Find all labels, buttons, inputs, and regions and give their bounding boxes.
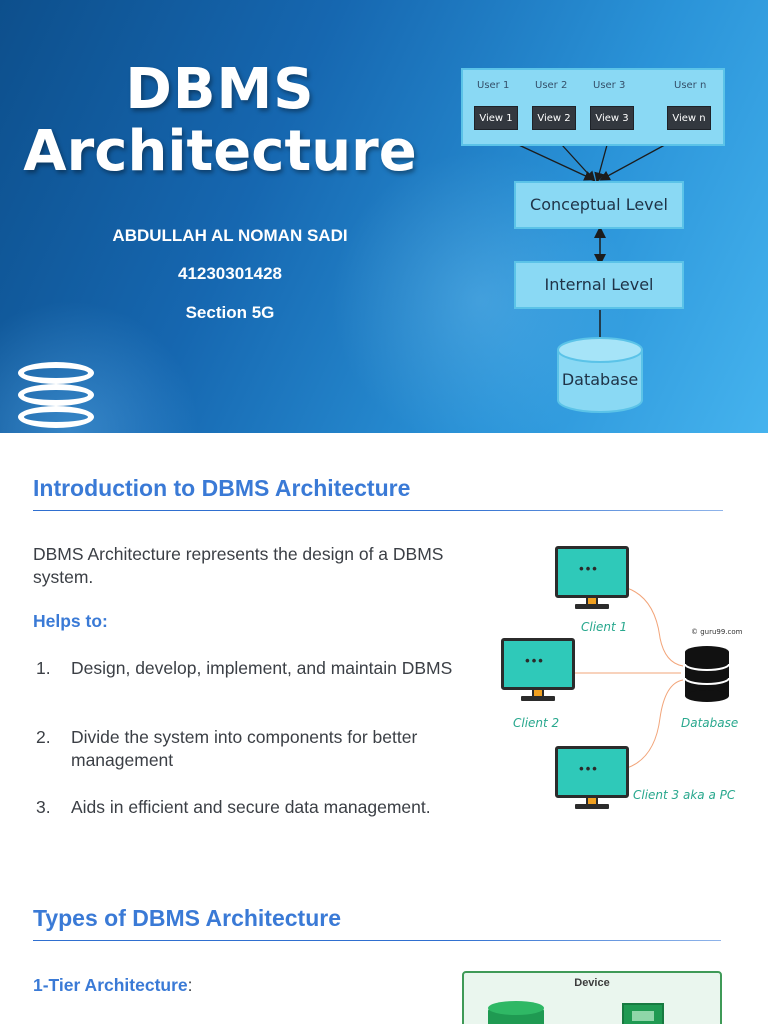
image-credit: © guru99.com [691, 628, 743, 636]
device-diagram: Device [462, 971, 722, 1024]
helps-heading: Helps to: [33, 611, 108, 631]
client-monitor-icon: ••• [501, 638, 575, 702]
view-box: View n [667, 106, 711, 130]
database-label: Database [561, 370, 639, 389]
view-box: View 3 [590, 106, 634, 130]
heading-divider [33, 940, 721, 941]
view-box: View 1 [474, 106, 518, 130]
external-level-box: User 1 User 2 User 3 User n View 1 View … [461, 68, 725, 146]
tier-1-colon: : [187, 975, 193, 995]
client-1-label: Client 1 [581, 620, 628, 634]
types-slide: Types of DBMS Architecture 1-Tier Archit… [0, 843, 768, 1024]
slide-title: DBMS Architecture [20, 62, 420, 180]
heading-divider [33, 510, 723, 511]
author-name: ABDULLAH AL NOMAN SADI [112, 226, 348, 245]
list-text: Aids in efficient and secure data manage… [71, 797, 431, 817]
tier-1-title: 1-Tier Architecture [33, 975, 188, 995]
application-icon-window [632, 1011, 654, 1021]
diagram-connectors [575, 587, 730, 769]
client-server-diagram: ••• ••• ••• Client 1 Client 2 Client 3 a… [495, 538, 765, 828]
device-title: Device [574, 977, 610, 989]
list-text: Divide the system into components for be… [71, 727, 418, 770]
client-monitor-icon: ••• [555, 546, 629, 610]
user-label: User 3 [593, 80, 626, 91]
view-box: View 2 [532, 106, 576, 130]
client-3-label: Client 3 aka a PC [633, 788, 736, 802]
user-label: User n [674, 80, 707, 91]
section-label: Section 5G [185, 303, 275, 322]
internal-level-box: Internal Level [514, 261, 684, 309]
intro-paragraph: DBMS Architecture represents the design … [33, 544, 444, 587]
list-number: 1. [36, 658, 51, 678]
list-item: 3. Aids in efficient and secure data man… [36, 796, 476, 819]
list-number: 2. [36, 727, 51, 747]
slide-heading: Introduction to DBMS Architecture [33, 475, 411, 501]
database-icon [14, 358, 100, 433]
list-item: 2. Divide the system into components for… [36, 726, 476, 772]
list-item: 1. Design, develop, implement, and maint… [36, 657, 476, 680]
diagram-connectors [490, 128, 690, 413]
slide-heading: Types of DBMS Architecture [33, 905, 341, 931]
title-line-2: Architecture [23, 119, 417, 184]
list-number: 3. [36, 797, 51, 817]
database-icon-top [488, 1001, 544, 1015]
list-text: Design, develop, implement, and maintain… [71, 658, 453, 678]
title-line-1: DBMS [125, 57, 315, 122]
introduction-slide: Introduction to DBMS Architecture DBMS A… [0, 433, 768, 843]
student-id: 41230301428 [177, 264, 282, 283]
client-2-label: Client 2 [513, 716, 560, 730]
user-label: User 1 [477, 80, 510, 91]
tier-1-label: 1-Tier Architecture: [33, 975, 193, 996]
database-label: Database [681, 716, 739, 730]
title-slide: DBMS Architecture ABDULLAH AL NOMAN SADI… [0, 0, 768, 433]
architecture-diagram: User 1 User 2 User 3 User n View 1 View … [440, 50, 760, 430]
client-monitor-icon: ••• [555, 746, 629, 810]
conceptual-level-box: Conceptual Level [514, 181, 684, 229]
user-label: User 2 [535, 80, 568, 91]
